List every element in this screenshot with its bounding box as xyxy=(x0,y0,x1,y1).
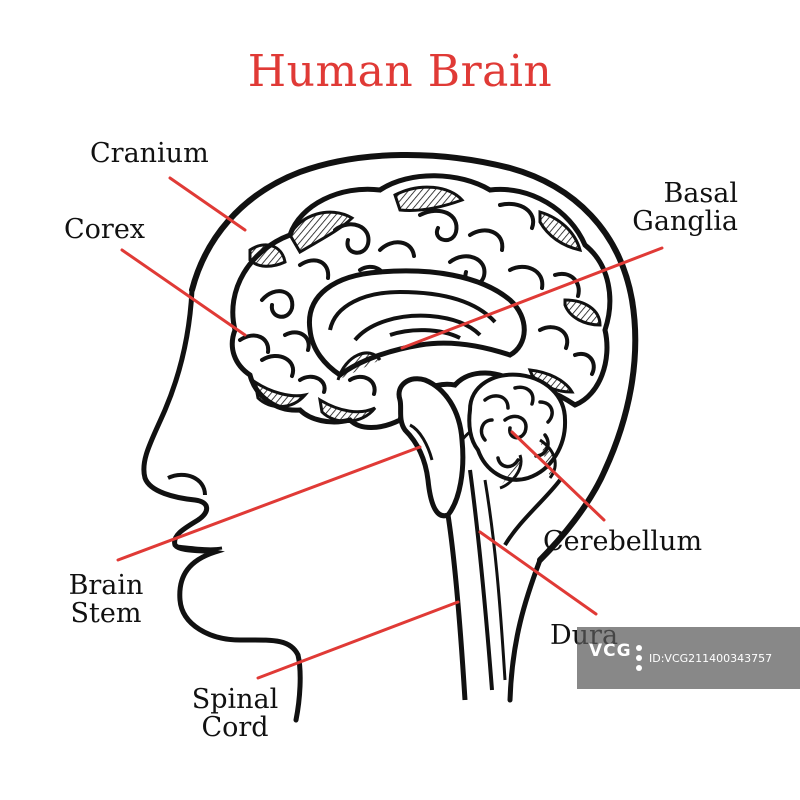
leader-brain-stem xyxy=(116,445,422,562)
brain-stem xyxy=(396,376,466,519)
nostril xyxy=(167,472,207,496)
neck-back xyxy=(507,557,543,703)
watermark-logo: VCG xyxy=(589,641,632,661)
leader-spinal-cord xyxy=(256,600,460,680)
leader-corex xyxy=(120,248,247,337)
label-cerebellum: Cerebellum xyxy=(543,526,703,557)
face-profile xyxy=(141,287,303,723)
watermark: VCG ID:VCG211400343757 xyxy=(577,627,800,689)
lips xyxy=(175,544,223,551)
label-brain-stem: Brain Stem xyxy=(68,570,144,629)
head-profile xyxy=(189,151,639,563)
spinal-cord xyxy=(445,514,468,701)
leader-dura xyxy=(478,530,598,616)
leader-cerebellum xyxy=(510,430,606,522)
label-cranium: Cranium xyxy=(90,138,209,169)
watermark-id: ID:VCG211400343757 xyxy=(649,652,773,665)
diagram-title: Human Brain xyxy=(247,46,553,97)
label-basal-ganglia: Basal Ganglia xyxy=(632,178,738,237)
leader-lines xyxy=(116,176,664,680)
label-corex: Corex xyxy=(64,214,146,245)
leader-cranium xyxy=(168,176,247,232)
leader-basal-ganglia xyxy=(400,246,664,350)
watermark-dots-icon xyxy=(636,645,642,671)
label-spinal-cord: Spinal Cord xyxy=(191,684,279,743)
